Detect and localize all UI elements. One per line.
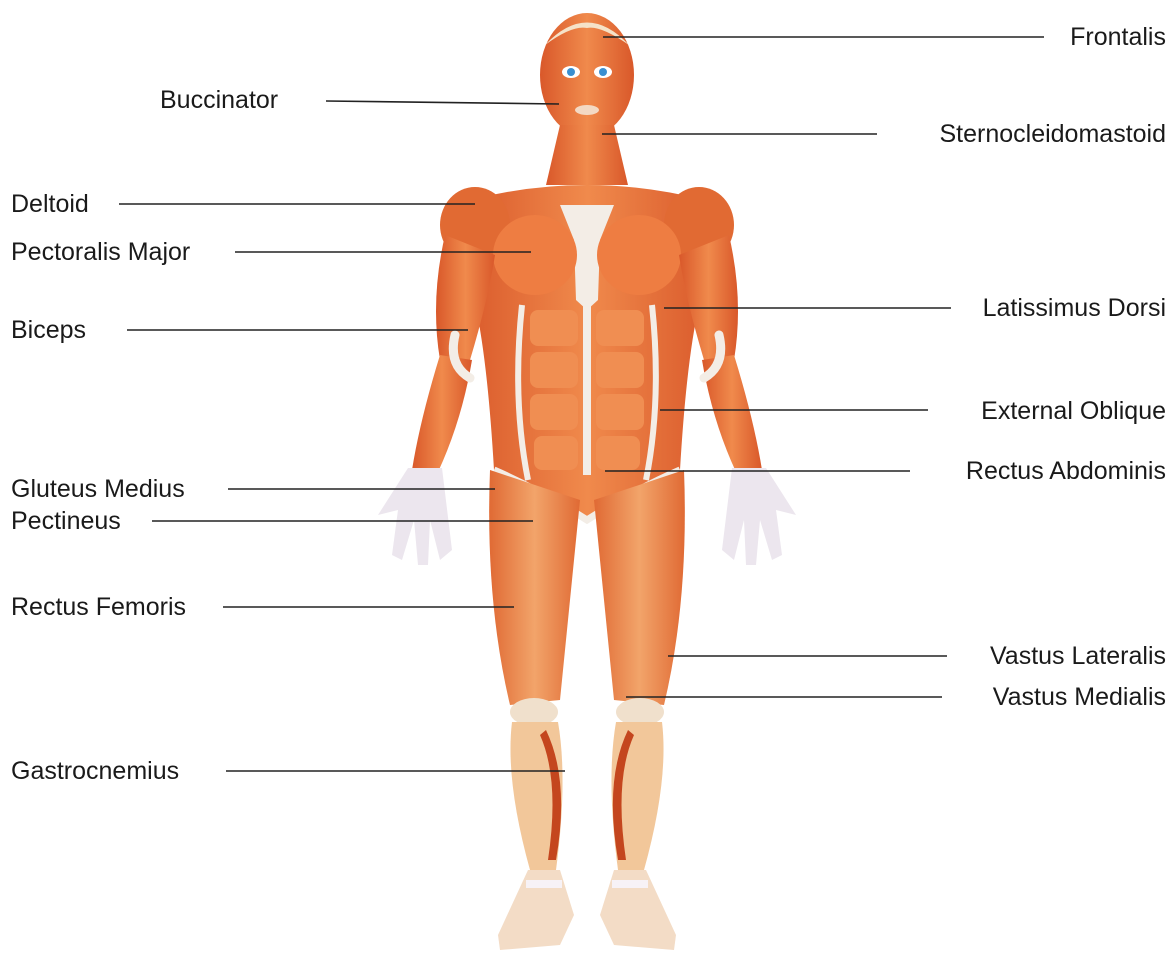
right-iris: [599, 68, 607, 76]
right-knee: [616, 698, 664, 726]
label-sternocleidomastoid: Sternocleidomastoid: [939, 119, 1166, 149]
label-frontalis: Frontalis: [1070, 22, 1166, 52]
label-gluteus-medius: Gluteus Medius: [11, 474, 185, 504]
left-pectoral: [493, 215, 577, 295]
right-ankle-band: [612, 880, 648, 888]
label-deltoid: Deltoid: [11, 189, 89, 219]
label-buccinator: Buccinator: [160, 85, 278, 115]
label-pectineus: Pectineus: [11, 506, 121, 536]
leader-buccinator: [326, 101, 559, 104]
right-thigh: [594, 470, 685, 705]
label-gastrocnemius: Gastrocnemius: [11, 756, 179, 786]
linea-alba: [583, 305, 591, 475]
left-hand: [378, 468, 452, 565]
right-hand: [722, 468, 796, 565]
label-pectoralis-major: Pectoralis Major: [11, 237, 190, 267]
label-rectus-femoris: Rectus Femoris: [11, 592, 186, 622]
label-vastus-medialis: Vastus Medialis: [993, 682, 1166, 712]
right-pectoral: [597, 215, 681, 295]
label-external-oblique: External Oblique: [981, 396, 1166, 426]
left-iris: [567, 68, 575, 76]
left-ankle-band: [526, 880, 562, 888]
label-latissimus-dorsi: Latissimus Dorsi: [983, 293, 1166, 323]
label-biceps: Biceps: [11, 315, 86, 345]
human-figure: [378, 13, 796, 950]
label-vastus-lateralis: Vastus Lateralis: [990, 641, 1166, 671]
head: [540, 13, 634, 137]
label-rectus-abdominis: Rectus Abdominis: [966, 456, 1166, 486]
mouth: [575, 105, 599, 115]
left-knee: [510, 698, 558, 726]
left-thigh: [489, 470, 580, 705]
